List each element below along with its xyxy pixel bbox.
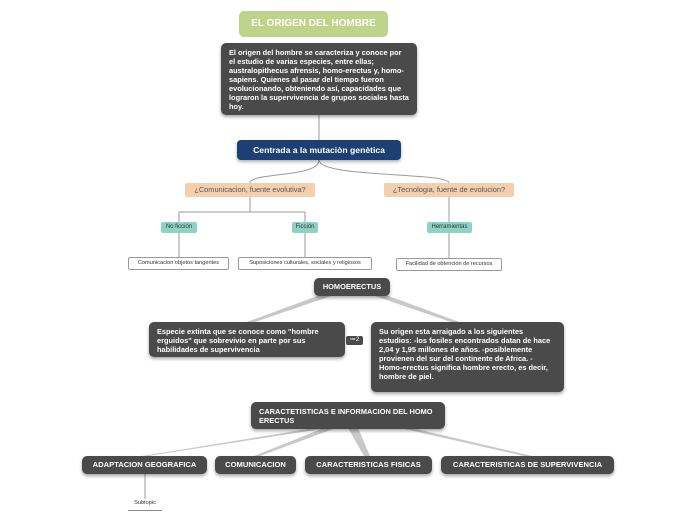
caracteristicas-node[interactable]: CARACTETISTICAS E INFORMACION DEL HOMO E… [251,402,445,429]
adaptacion-geografica-node[interactable]: ADAPTACION GEOGRAFICA [82,456,207,474]
caracteristicas-supervivencia-node[interactable]: CARACTERISTICAS DE SUPERVIVENCIA [441,456,614,474]
subtopic-node[interactable]: Subtopic [128,499,162,511]
branch-comunicacion[interactable]: ¿Comunicacion, fuente evolutiva? [185,183,315,197]
comunicacion-node[interactable]: COMUNICACION [215,456,296,474]
tag-herramientas[interactable]: Herramientas [427,222,472,233]
tag-no-ficcion[interactable]: No ficción [161,222,197,233]
tag-ficcion[interactable]: Ficción [292,222,318,233]
caracteristicas-fisicas-node[interactable]: CARACTERISTICAS FISICAS [305,456,432,474]
leaf-comunicacion-objetos[interactable]: Comunicacion objetos tangentes [128,257,229,270]
origen-node[interactable]: Su origen esta arraigado a los siguiente… [371,322,564,392]
especie-node[interactable]: Especie extinta que se conoce como "homb… [149,322,345,357]
central-topic[interactable]: Centrada a la mutaciòn genètica [237,140,401,160]
intro-node[interactable]: El origen del hombre se caracteriza y co… [221,43,417,115]
notes-badge[interactable]: ≔2 [346,336,363,345]
map-title[interactable]: EL ORIGEN DEL HOMBRE [239,11,388,37]
leaf-facilidad[interactable]: Facilidad de obtención de recursos [396,258,502,271]
branch-tecnologia[interactable]: ¿Tecnologia, fuente de evolucion? [384,183,514,197]
homoerectus-node[interactable]: HOMOERECTUS [314,278,390,296]
leaf-suposiciones[interactable]: Suposiciones culturales, sociales y reli… [238,257,372,270]
